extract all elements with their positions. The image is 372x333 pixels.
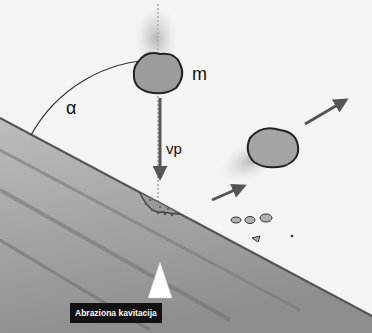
slope-ground <box>0 118 372 333</box>
stratum-line <box>0 190 230 320</box>
rebound-arrow <box>212 186 244 200</box>
velocity-label: vp <box>166 140 182 157</box>
velocity-arrow <box>159 98 162 178</box>
callout-text: Abraziona kavitacija <box>75 308 157 318</box>
crater-grains <box>145 199 177 216</box>
mass-label: m <box>192 64 207 85</box>
angle-label: α <box>66 98 76 119</box>
rock-fragments <box>231 214 272 242</box>
callout-box: Abraziona kavitacija <box>70 303 162 323</box>
falling-rock <box>134 53 182 93</box>
rock-fragments <box>291 235 294 238</box>
slope-surface <box>0 118 372 316</box>
bounced-rock <box>248 128 298 167</box>
callout-pointer <box>148 262 172 298</box>
rebound-arrow <box>305 100 346 124</box>
impact-crater <box>140 193 180 214</box>
